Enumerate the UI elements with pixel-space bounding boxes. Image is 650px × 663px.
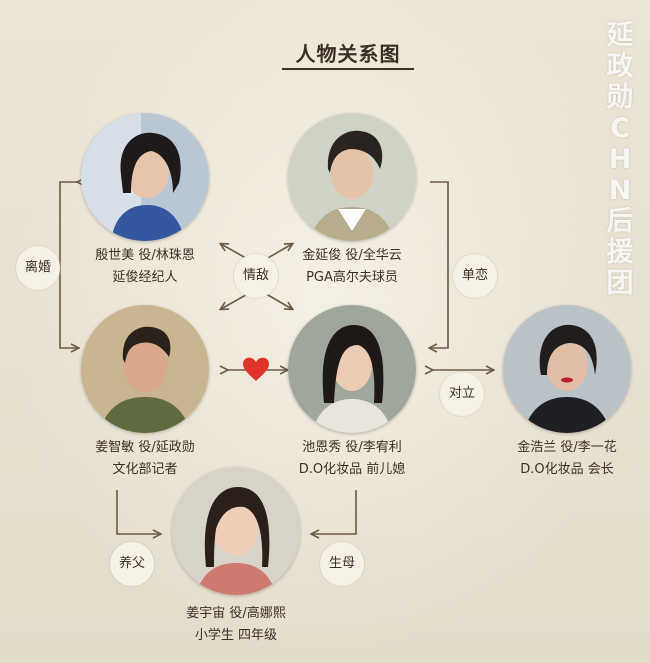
heart-icon <box>243 357 269 381</box>
portrait-jiang-yuzhou <box>172 467 300 595</box>
relation-unrequited-label: 单恋 <box>453 254 497 298</box>
birth-mother-connector <box>312 490 357 534</box>
portrait-jiang-zhimin-image <box>81 305 209 433</box>
caption-chi-enxiu-role: 池恩秀 役/李宥利 <box>302 440 402 455</box>
relation-birth-mother-label: 生母 <box>320 542 364 586</box>
caption-jiang-zhimin-role: 姜智敏 役/延政勋 <box>95 440 195 455</box>
caption-jiang-zhimin: 姜智敏 役/延政勋 文化部记者 <box>76 437 214 481</box>
title-underline <box>282 68 414 70</box>
portrait-jin-yanjun <box>288 113 416 241</box>
caption-yin-shimei-role: 殷世美 役/林珠恩 <box>95 248 195 263</box>
caption-jin-yanjun-desc: PGA高尔夫球员 <box>306 270 398 285</box>
caption-jiang-yuzhou-role: 姜宇宙 役/高娜熙 <box>186 606 286 621</box>
portrait-chi-enxiu-image <box>288 305 416 433</box>
portrait-chi-enxiu <box>288 305 416 433</box>
relation-rival-label: 情敌 <box>234 254 278 298</box>
unrequited-connector <box>430 181 449 348</box>
portrait-jiang-zhimin <box>81 305 209 433</box>
caption-jin-yanjun: 金延俊 役/全华云 PGA高尔夫球员 <box>282 245 422 289</box>
portrait-jiang-yuzhou-image <box>172 467 300 595</box>
caption-jin-haolan: 金浩兰 役/李一花 D.O化妆品 会长 <box>500 437 634 481</box>
divorce-connector <box>59 182 78 348</box>
adoptive-father-connector <box>116 490 160 534</box>
portrait-jin-haolan-image <box>503 305 631 433</box>
caption-jiang-yuzhou-desc: 小学生 四年级 <box>194 628 278 643</box>
relation-divorce-label: 离婚 <box>16 246 60 290</box>
caption-jin-yanjun-role: 金延俊 役/全华云 <box>302 248 402 263</box>
relation-adoptive-father-label: 养父 <box>110 542 154 586</box>
caption-jiang-yuzhou: 姜宇宙 役/高娜熙 小学生 四年级 <box>166 603 306 647</box>
diagram-title: 人物关系图 <box>295 42 401 66</box>
caption-chi-enxiu: 池恩秀 役/李宥利 D.O化妆品 前儿媳 <box>282 437 422 481</box>
caption-jin-haolan-desc: D.O化妆品 会长 <box>520 462 614 477</box>
watermark: 延政勋CHN后援团 <box>606 20 634 299</box>
caption-jin-haolan-role: 金浩兰 役/李一花 <box>517 440 617 455</box>
portrait-yin-shimei <box>81 113 209 241</box>
caption-jiang-zhimin-desc: 文化部记者 <box>112 462 178 477</box>
portrait-jin-haolan <box>503 305 631 433</box>
portrait-yin-shimei-image <box>81 113 209 241</box>
caption-yin-shimei-desc: 延俊经纪人 <box>112 270 178 285</box>
portrait-jin-yanjun-image <box>288 113 416 241</box>
relation-opposed-label: 对立 <box>440 372 484 416</box>
caption-yin-shimei: 殷世美 役/林珠恩 延俊经纪人 <box>81 245 209 289</box>
caption-chi-enxiu-desc: D.O化妆品 前儿媳 <box>298 462 406 477</box>
